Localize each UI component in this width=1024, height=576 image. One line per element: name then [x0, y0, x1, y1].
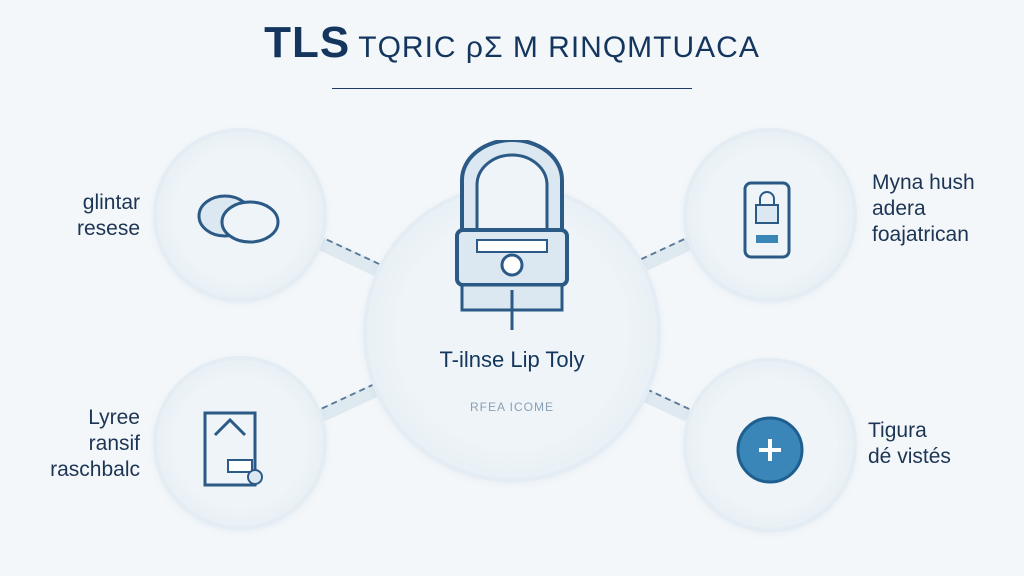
- center-subtitle: RFEA ICOME: [469, 400, 554, 414]
- title-divider: [332, 88, 692, 89]
- phone-lock-icon: [743, 181, 791, 259]
- padlock-icon: [455, 140, 569, 330]
- center-title: T-ilnse Lip Toly: [439, 347, 585, 372]
- certificate-icon: [203, 411, 263, 487]
- cloud-icon: [197, 194, 280, 244]
- plus-icon[interactable]: [735, 415, 805, 485]
- connector: [315, 235, 385, 279]
